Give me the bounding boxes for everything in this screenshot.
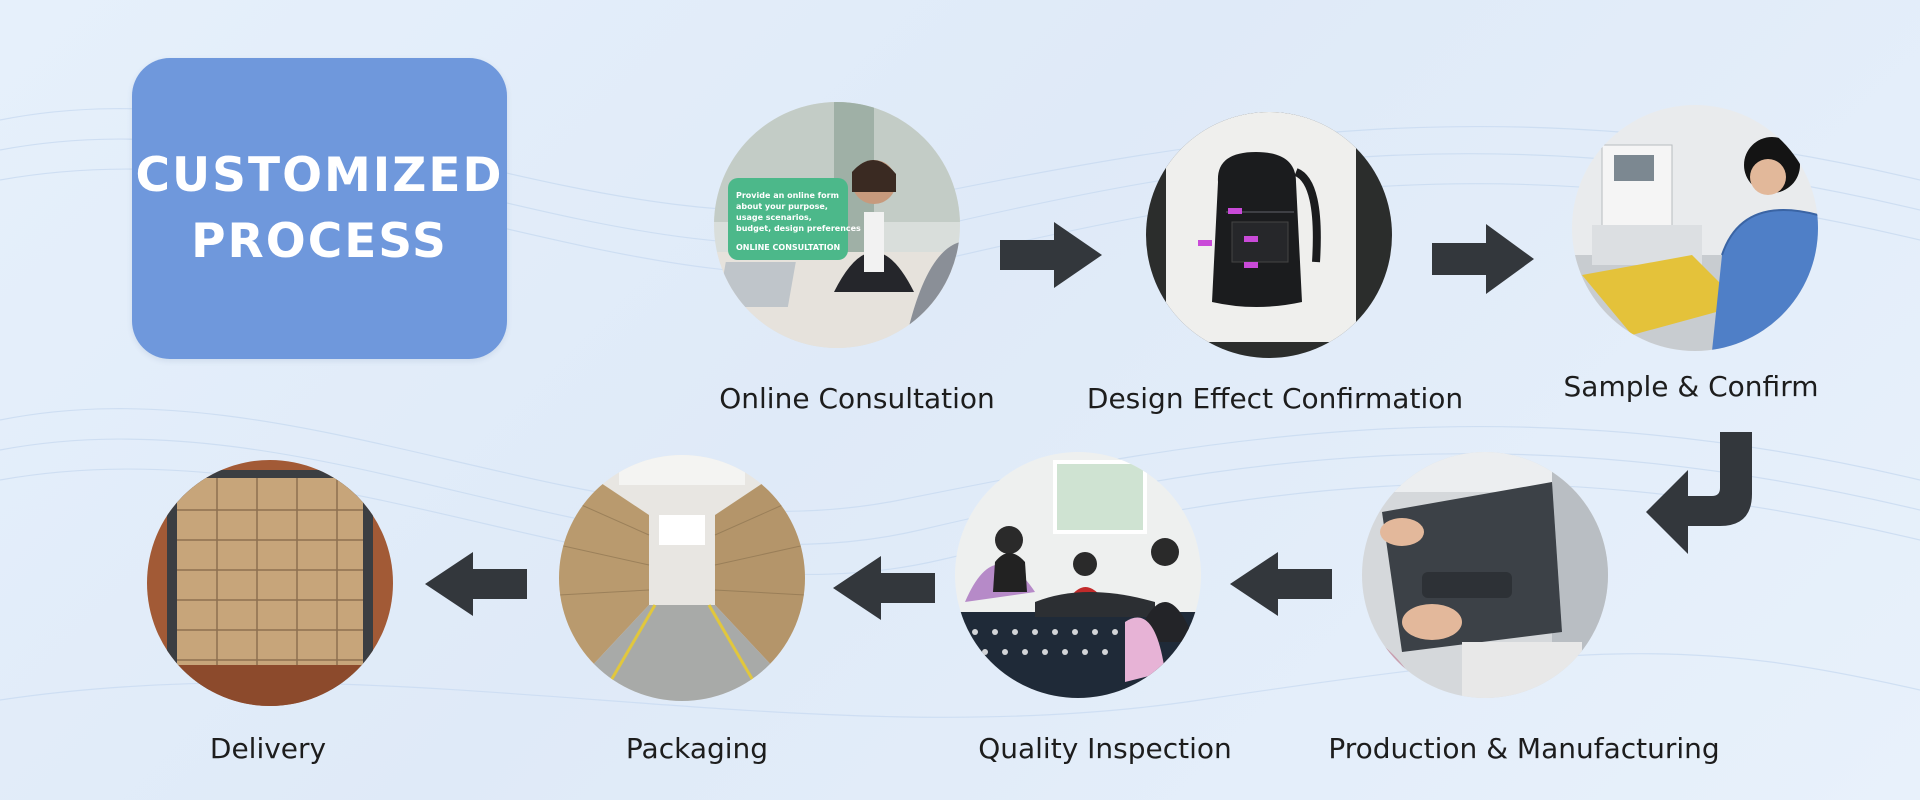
step-label-online-consultation: Online Consultation (719, 382, 995, 415)
arrow-right-icon (1432, 224, 1534, 294)
arrow-left-icon (833, 556, 935, 620)
step-label-quality-inspection: Quality Inspection (978, 732, 1232, 765)
consult-card-tag: ONLINE CONSULTATION (736, 243, 840, 252)
title-box: CUSTOMIZED PROCESS (132, 58, 507, 359)
title-line-2: PROCESS (191, 209, 448, 275)
step-label-production-manufacturing: Production & Manufacturing (1328, 732, 1719, 765)
step-design-effect-image (1146, 112, 1392, 358)
consult-card-text-3: usage scenarios, (736, 213, 812, 222)
step-online-consultation-image: Provide an online form about your purpos… (714, 102, 960, 348)
step-label-design-effect-confirmation: Design Effect Confirmation (1087, 382, 1463, 415)
step-label-packaging: Packaging (626, 732, 768, 765)
arrow-right-icon (1000, 222, 1102, 288)
step-label-sample-confirm: Sample & Confirm (1564, 370, 1819, 403)
consult-card-text-4: budget, design preferences (736, 224, 861, 233)
step-label-delivery: Delivery (210, 732, 326, 765)
consult-card-text-1: Provide an online form (736, 191, 839, 200)
step-sample-confirm-image (1572, 105, 1818, 351)
arrow-turn-down-left-icon (1646, 432, 1756, 554)
arrow-left-icon (425, 552, 527, 616)
consult-card-text-2: about your purpose, (736, 202, 828, 211)
step-delivery-image (147, 460, 393, 706)
step-quality-inspection-image (955, 452, 1201, 698)
step-production-image (1362, 452, 1608, 698)
title-line-1: CUSTOMIZED (136, 143, 504, 209)
arrow-left-icon (1230, 552, 1332, 616)
step-packaging-image (559, 455, 805, 701)
